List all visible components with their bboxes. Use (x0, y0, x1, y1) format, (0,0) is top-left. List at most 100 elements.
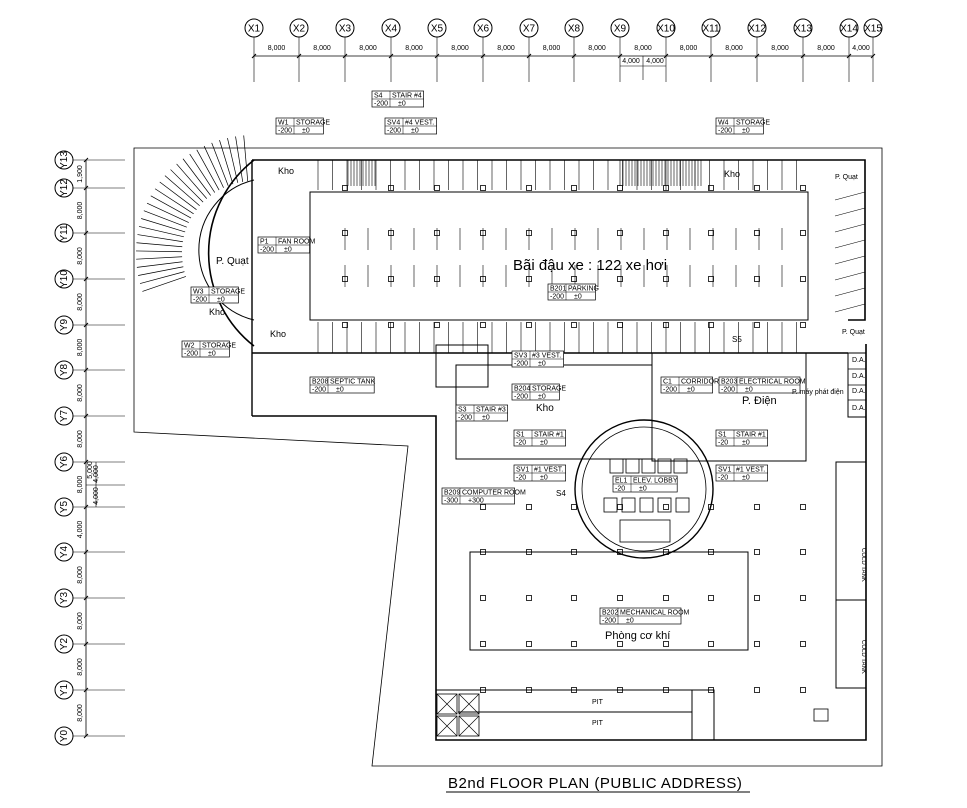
column (388, 322, 394, 328)
grid-label-x: X13 (794, 24, 812, 35)
ramp-tread (136, 242, 183, 248)
room-tag-level: -200 (602, 618, 616, 625)
room-tag-name: MECHANICAL ROOM (620, 610, 690, 617)
ramp-tread (182, 158, 211, 196)
ramp-tread (243, 135, 249, 182)
ramp-tread (141, 218, 186, 233)
room-tag-code: W4 (718, 120, 729, 127)
room-tag-level: -200 (458, 415, 472, 422)
room-tag-level: -300 (444, 498, 458, 505)
column (800, 322, 806, 328)
dimension-x: 8,000 (771, 45, 789, 52)
kho-label-3: Kho (209, 307, 225, 317)
kho-label-1: Kho (278, 166, 294, 176)
p-dien-label: P. Điện (742, 395, 777, 407)
sub-dimension-y: 4,000 (93, 465, 100, 483)
dim-tick-x (846, 53, 852, 59)
dimension-y: 8,000 (77, 339, 84, 357)
room-tag-name: #1 VEST. (534, 467, 563, 474)
column (571, 322, 577, 328)
room-tag-name: STAIR #1 (736, 432, 766, 439)
dim-tick-y (83, 549, 89, 555)
column (800, 230, 806, 236)
ramp-tread (159, 181, 197, 210)
ramp-tread (235, 136, 244, 182)
ramp-tread (139, 271, 185, 284)
room-tag-name: STORAGE (202, 343, 236, 350)
dimension-y: 8,000 (77, 658, 84, 676)
ramp-tread (138, 226, 184, 238)
column (754, 595, 760, 601)
column (617, 549, 623, 555)
dimension-y: 8,000 (77, 384, 84, 402)
grid-label-x: X10 (657, 24, 675, 35)
core-service-box (619, 519, 671, 543)
room-tag-code: B209 (444, 490, 460, 497)
column (388, 276, 394, 282)
floor-box (813, 708, 829, 722)
room-tag-code: B202 (602, 610, 618, 617)
column (571, 185, 577, 191)
da-label-2: D.A. (852, 373, 866, 380)
column (617, 687, 623, 693)
ramp-tread (211, 142, 229, 186)
room-tag-name: COMPUTER ROOM (462, 490, 526, 497)
dimension-y: 8,000 (77, 202, 84, 220)
column (434, 322, 440, 328)
column (388, 230, 394, 236)
column (708, 322, 714, 328)
room-tag-code: P1 (260, 239, 269, 246)
ramp-tread (189, 153, 216, 193)
dimension-x: 8,000 (634, 45, 652, 52)
dimension-x: 8,000 (313, 45, 331, 52)
grid-label-x: X11 (702, 24, 719, 35)
column (434, 185, 440, 191)
column (800, 504, 806, 510)
room-tag-elev: ±0 (574, 294, 582, 301)
p-quat-label-1: P. Quạt (216, 256, 249, 267)
room-tag-code: W2 (184, 343, 195, 350)
dimension-y: 1,900 (77, 165, 84, 183)
grid-label-y: Y7 (59, 409, 70, 422)
dim-tick-y (83, 413, 89, 419)
stall-line-east (834, 255, 866, 265)
room-tag-name: ELECTRICAL ROOM (739, 379, 806, 386)
dim-tick-x (571, 53, 577, 59)
column (480, 687, 486, 693)
ramp-tread (196, 149, 220, 191)
shaft-cross (458, 693, 480, 715)
ramp-tread (136, 261, 183, 268)
room-tag-level: -200 (550, 294, 564, 301)
column (754, 641, 760, 647)
room-tag-level: -200 (278, 128, 292, 135)
dimension-x: 8,000 (497, 45, 515, 52)
s4-label: S4 (556, 489, 566, 498)
shaft-box (436, 693, 458, 715)
column (617, 641, 623, 647)
room-tag-code: SV3 (514, 353, 527, 360)
dimension-y: 8,000 (77, 293, 84, 311)
elevator-core-inner (581, 426, 707, 552)
grid-label-x: X3 (339, 24, 352, 35)
grid-label-y: Y3 (59, 591, 70, 604)
dim-tick-y (83, 504, 89, 510)
column (571, 504, 577, 510)
kho-label-5: Kho (536, 403, 554, 414)
dimension-y: 8,000 (77, 612, 84, 630)
room-tag-elev: ±0 (482, 415, 490, 422)
ramp-tread (137, 234, 183, 243)
column (708, 185, 714, 191)
stall-line-east (834, 303, 866, 313)
column (526, 504, 532, 510)
grid-label-y: Y4 (59, 545, 70, 558)
room-tag-level: -200 (193, 297, 207, 304)
shaft-box (458, 715, 480, 737)
dimension-x: 8,000 (359, 45, 377, 52)
ramp-inner-edge (198, 179, 255, 321)
room-tag-name: ELEV. LOBBY (633, 478, 678, 485)
